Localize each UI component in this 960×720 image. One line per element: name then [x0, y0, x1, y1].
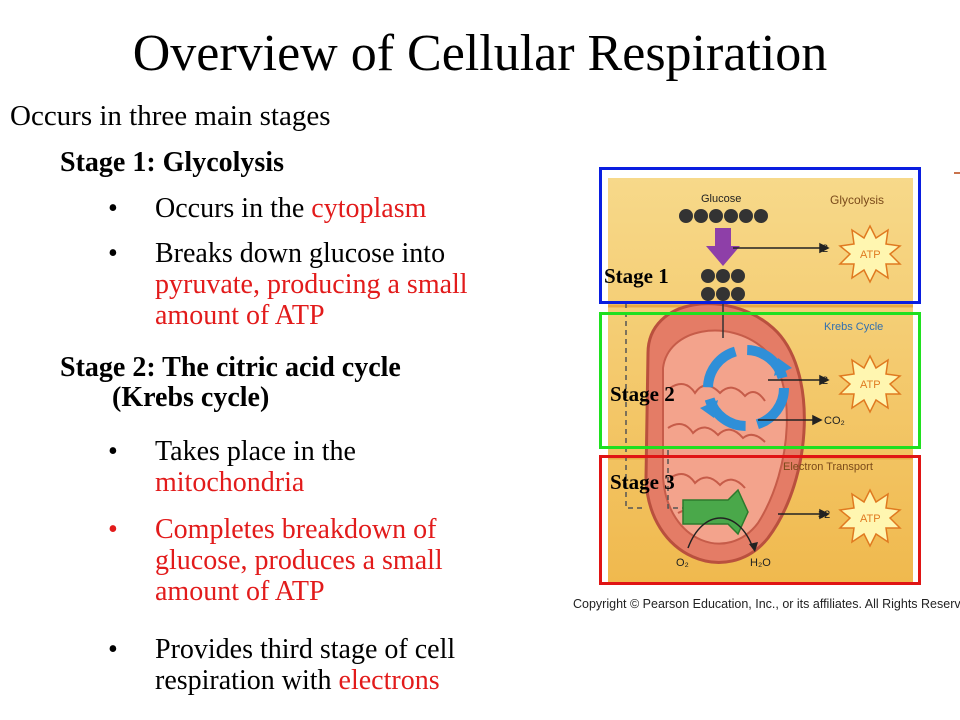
- glycolysis-label: Glycolysis: [830, 193, 884, 207]
- stage3-label: Stage 3: [610, 470, 675, 494]
- bullet-text: Completes breakdown of: [155, 514, 437, 545]
- atp-label: ATP: [860, 249, 881, 261]
- stage2-heading: Stage 2: The citric acid cycle (Krebs cy…: [60, 353, 401, 413]
- bullet-highlight: electrons: [338, 665, 440, 696]
- bullet-dot: •: [108, 514, 118, 545]
- bullet-text: Provides third stage of cell: [155, 634, 456, 665]
- cellular-respiration-figure: Glucose Glycolysis Krebs Cycle Electron …: [608, 178, 913, 582]
- bullet-text: Takes place in the: [155, 436, 356, 467]
- stage2-box: [599, 312, 921, 449]
- glucose-label: Glucose: [701, 193, 741, 205]
- bullet-text: Breaks down glucose into: [155, 238, 446, 269]
- stage2-heading-line-2: (Krebs cycle): [112, 382, 270, 413]
- o2-label: O₂: [676, 557, 689, 569]
- bullet-dot: •: [108, 238, 118, 269]
- atp-arrows: [733, 242, 830, 520]
- electron-path-line: [667, 450, 688, 509]
- stage3-box: [599, 455, 921, 585]
- bullet-dot: •: [108, 193, 118, 224]
- stage1-box: [599, 167, 921, 304]
- atp-label: ATP: [860, 513, 881, 525]
- atp-count: 2: [822, 375, 828, 387]
- electron-path-line: [625, 303, 643, 509]
- copyright-credit: Copyright © Pearson Education, Inc., or …: [573, 597, 960, 611]
- electron-transport-label: Electron Transport: [783, 461, 873, 473]
- electron-transport-icon: [682, 488, 758, 552]
- krebs-cycle-icon: [700, 345, 792, 431]
- h2o-label: H₂O: [750, 557, 771, 569]
- mitochondrion-icon: [644, 302, 806, 564]
- stage2-bullet-3: • Provides third stage of cell respirati…: [108, 634, 575, 696]
- stage2-bullet-2: • Completes breakdown of glucose, produc…: [108, 514, 575, 607]
- atp-count: 2: [822, 243, 828, 255]
- stage2-heading-line-1: Stage 2: The citric acid cycle: [60, 352, 401, 383]
- bullet-highlight: cytoplasm: [311, 193, 427, 224]
- bullet-highlight: amount of ATP: [155, 300, 325, 331]
- slide-title: Overview of Cellular Respiration: [132, 25, 828, 82]
- atp-label: ATP: [860, 379, 881, 391]
- stage2-bullet-1: • Takes place in the mitochondria: [108, 436, 575, 498]
- stage1-heading: Stage 1: Glycolysis: [60, 147, 284, 178]
- atp-burst-icon: [838, 224, 902, 284]
- stage2-label: Stage 2: [610, 382, 675, 406]
- bullet-text: amount of ATP: [155, 576, 325, 607]
- atp-burst-icon: [838, 354, 902, 414]
- bullet-text: respiration with: [155, 665, 339, 696]
- atp-count: 32: [818, 509, 830, 521]
- stage1-label: Stage 1: [604, 264, 669, 288]
- atp-burst-icon: [838, 488, 902, 548]
- co2-label: CO₂: [824, 415, 845, 427]
- bullet-text: glucose, produces a small: [155, 545, 443, 576]
- bullet-highlight: mitochondria: [155, 467, 305, 498]
- intro-text: Occurs in three main stages: [10, 100, 331, 132]
- bullet-highlight: pyruvate, producing a small: [155, 269, 468, 300]
- decorative-tick: [954, 172, 960, 174]
- bullet-dot: •: [108, 436, 118, 467]
- figure-svg: Glucose Glycolysis Krebs Cycle Electron …: [608, 178, 913, 582]
- bullet-dot: •: [108, 634, 118, 665]
- down-arrow-icon: [706, 228, 740, 266]
- bullet-text: Occurs in the: [155, 193, 312, 224]
- glucose-molecules: [679, 209, 768, 301]
- stage1-bullet-1: • Occurs in the cytoplasm: [108, 193, 575, 224]
- krebs-label: Krebs Cycle: [824, 321, 883, 333]
- stage1-bullet-2: • Breaks down glucose into pyruvate, pro…: [108, 238, 575, 331]
